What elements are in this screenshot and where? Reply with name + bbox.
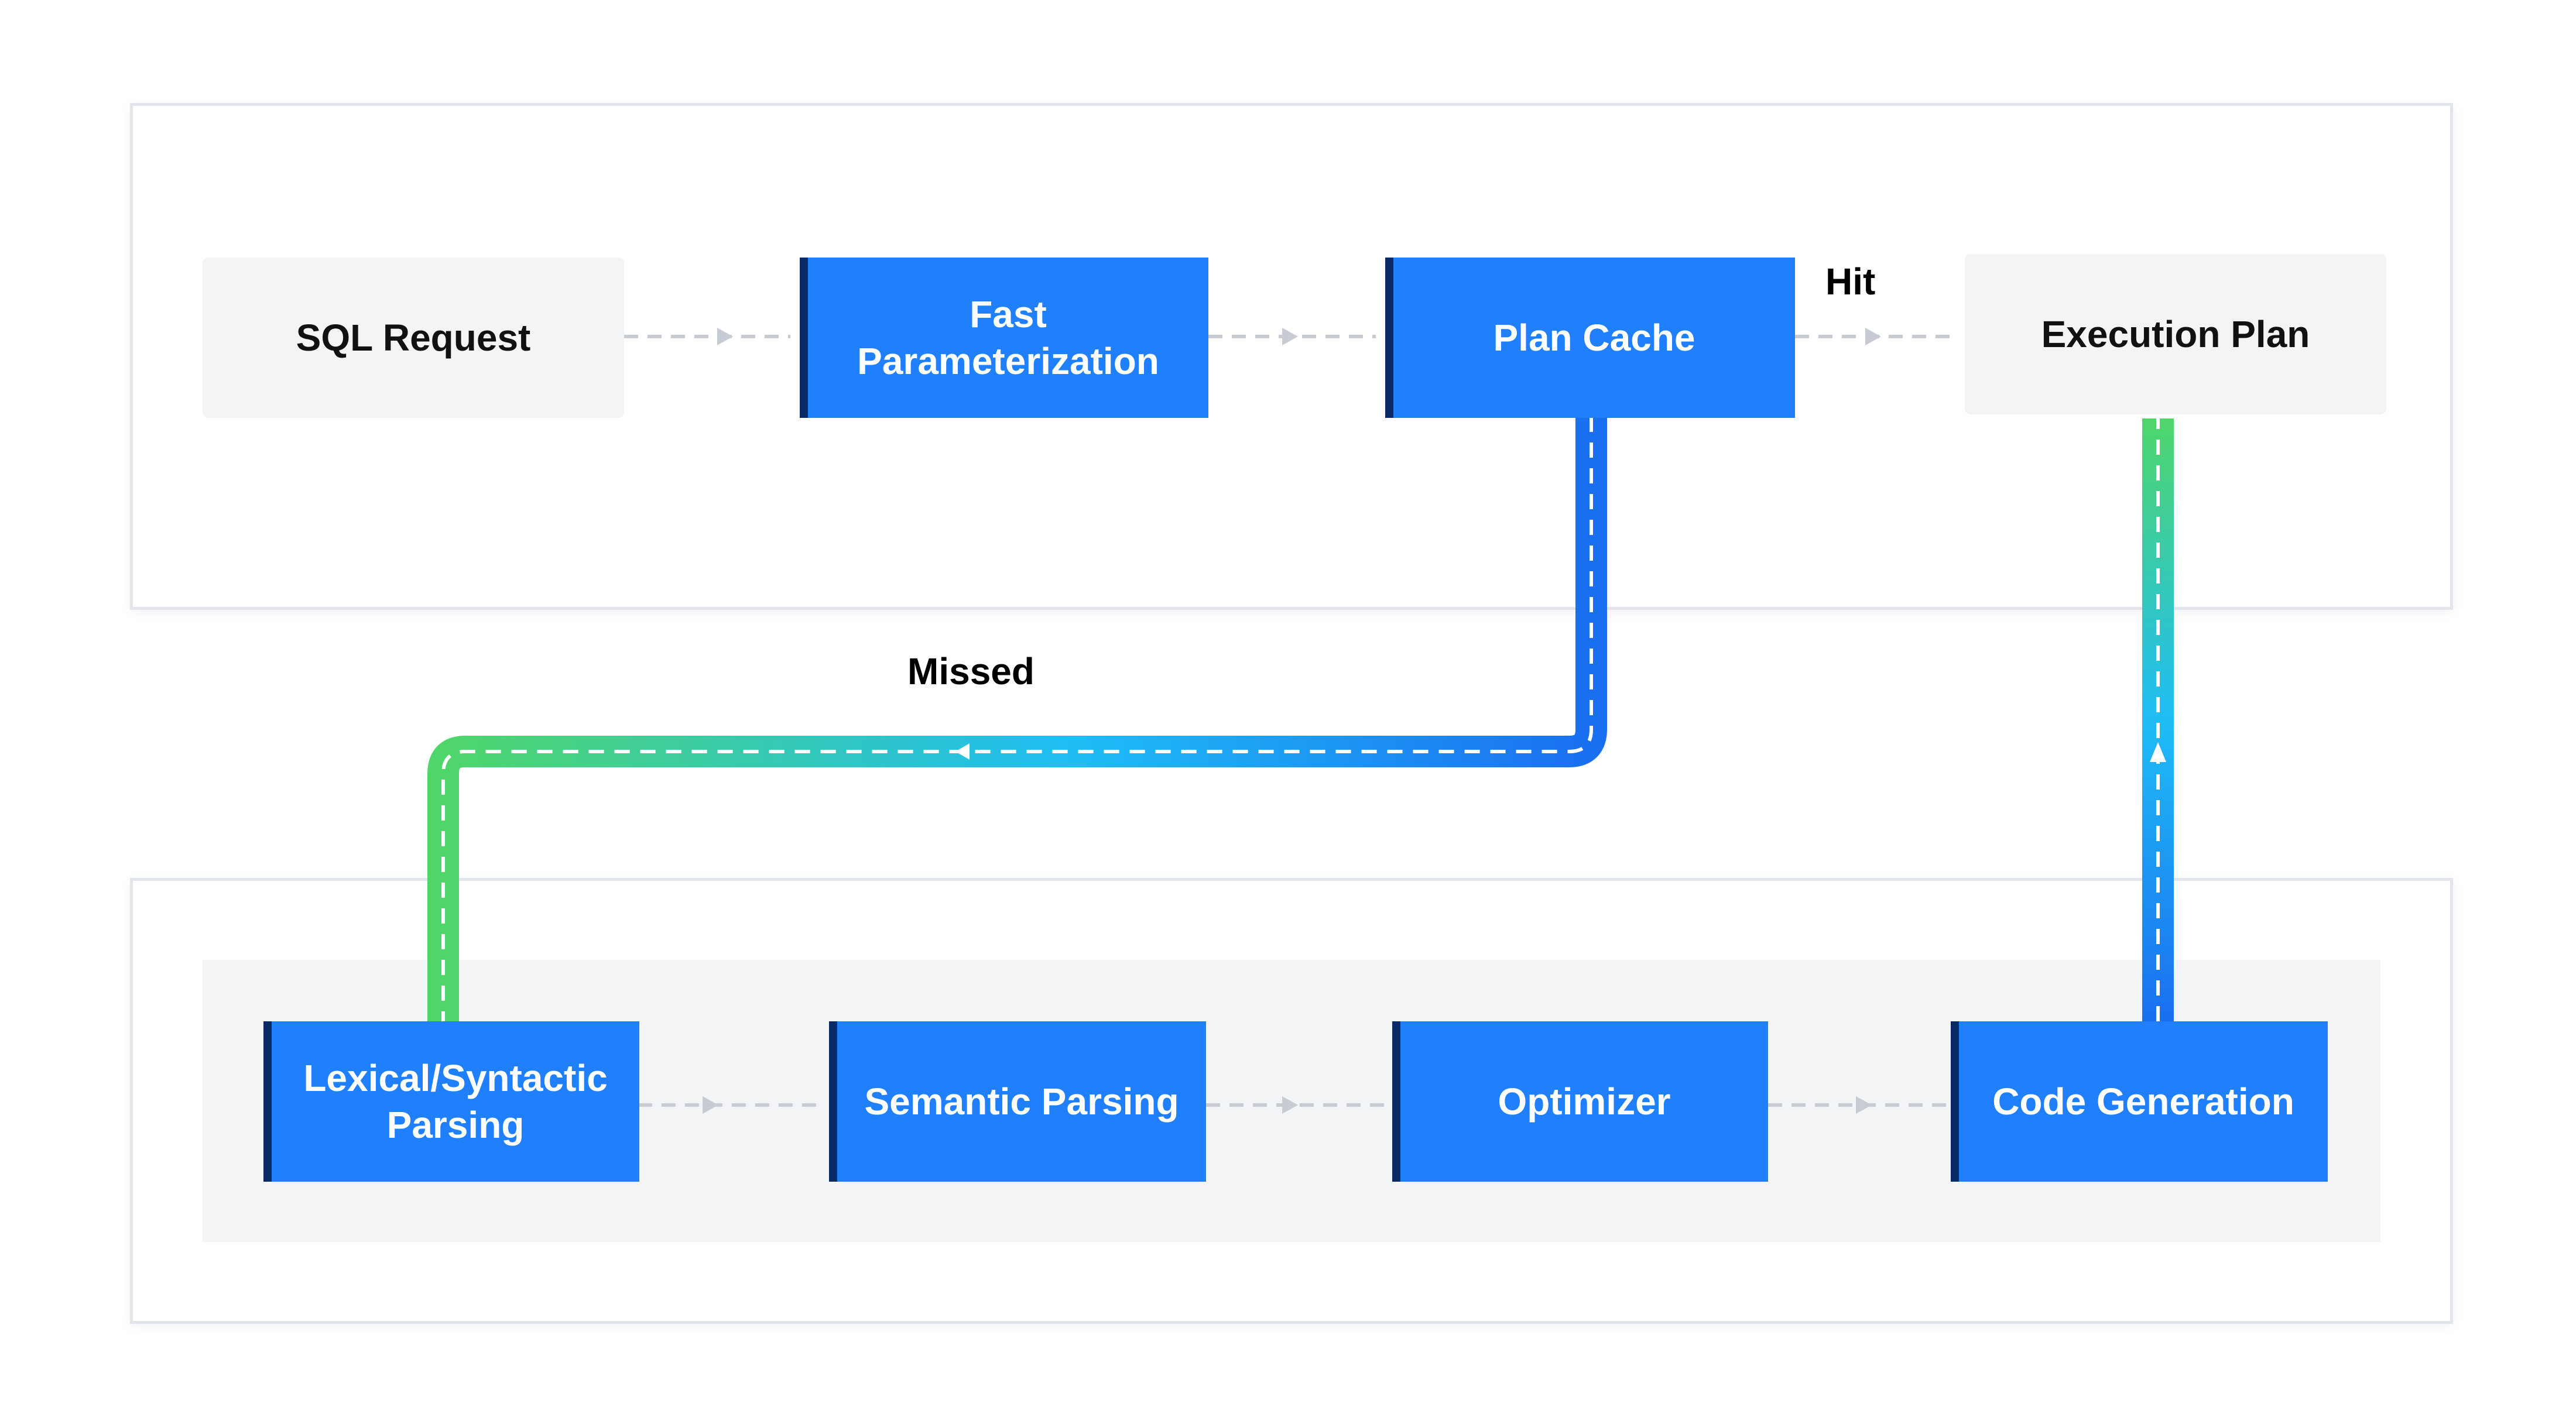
missed-label: Missed <box>907 650 1034 692</box>
arrow-cache-hit-to-plan <box>1795 328 1950 345</box>
plan-cache-node: Plan Cache <box>1385 258 1795 418</box>
arrow-optimizer-to-codegen <box>1768 1096 1950 1114</box>
hit-label: Hit <box>1825 260 1876 303</box>
up-arrowhead <box>2150 742 2166 762</box>
code-generation-label: Code Generation <box>1992 1080 2294 1123</box>
execution-plan-node: Execution Plan <box>1965 254 2386 414</box>
fast-parameterization-node: Fast Parameterization <box>800 258 1208 418</box>
plan-cache-label: Plan Cache <box>1493 317 1695 359</box>
code-generation-node: Code Generation <box>1951 1021 2328 1182</box>
arrow-semantic-to-optimizer <box>1206 1096 1388 1114</box>
arrow-sql-to-fast <box>624 328 790 345</box>
missed-flow <box>427 417 1607 1021</box>
optimizer-label: Optimizer <box>1498 1080 1671 1123</box>
optimizer-node: Optimizer <box>1392 1021 1768 1182</box>
semantic-parsing-label: Semantic Parsing <box>864 1080 1179 1123</box>
semantic-parsing-node: Semantic Parsing <box>829 1021 1206 1182</box>
fast-parameterization-label: Fast Parameterization <box>857 293 1159 382</box>
sql-request-label: SQL Request <box>296 317 531 359</box>
arrow-lexical-to-semantic <box>638 1096 820 1114</box>
arrow-fast-to-cache <box>1208 328 1376 345</box>
codegen-to-plan-flow <box>2142 418 2174 1021</box>
sql-request-node: SQL Request <box>203 258 624 418</box>
lexical-syntactic-parsing-node: Lexical/Syntactic Parsing <box>263 1021 639 1182</box>
lexical-syntactic-parsing-label: Lexical/Syntactic Parsing <box>303 1057 608 1146</box>
missed-arrowhead <box>955 743 970 760</box>
execution-plan-label: Execution Plan <box>2041 313 2310 355</box>
